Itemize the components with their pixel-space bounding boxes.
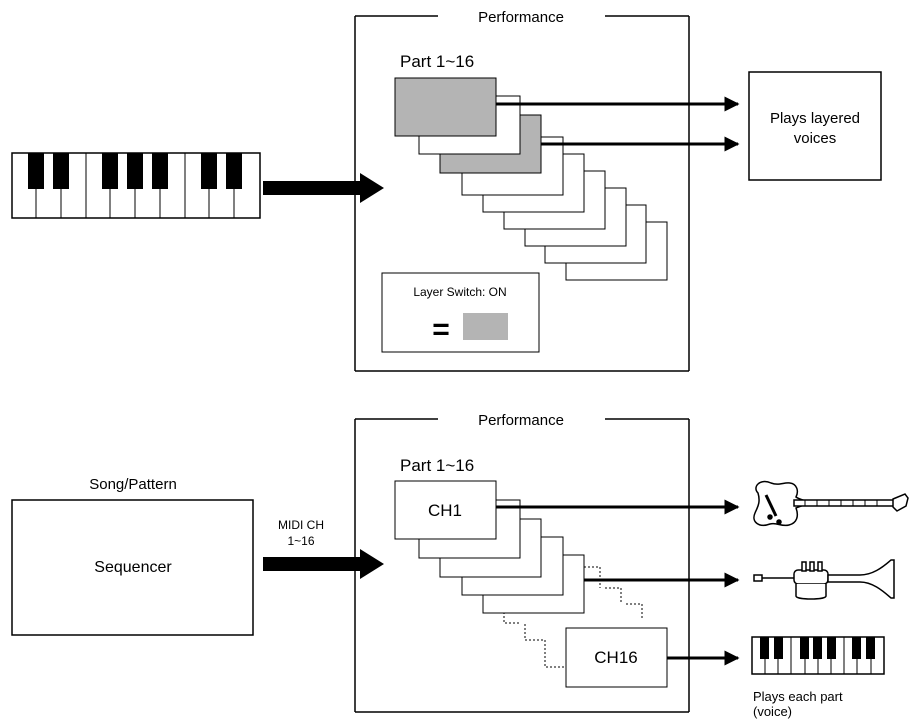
sequencer-label: Sequencer — [94, 559, 172, 576]
sequencer-box — [11, 499, 254, 636]
layer-switch-label: Layer Switch: ON — [413, 285, 506, 299]
part-label-ch1: CH1 — [428, 501, 462, 520]
equals-sign: = — [432, 313, 450, 346]
channel-part-stack — [394, 480, 668, 688]
keyboard-icon — [11, 152, 261, 219]
parts-label: Part 1~16 — [400, 456, 474, 475]
output-caption-line2: (voice) — [753, 704, 792, 719]
performance-frame — [354, 15, 690, 372]
layer-switch-legend: Layer Switch: ON = — [381, 272, 540, 353]
parts-label: Part 1~16 — [400, 52, 474, 71]
guitar-icon — [753, 480, 909, 527]
layered-output-label-line2: voices — [794, 130, 837, 147]
part-label-ch16: CH16 — [594, 648, 637, 667]
performance-frame — [354, 418, 690, 713]
layered-output-label-line1: Plays layered — [770, 110, 860, 127]
layered-output-box — [748, 71, 882, 181]
performance-label: Performance — [478, 9, 564, 26]
input-arrow — [263, 173, 384, 203]
trumpet-icon — [753, 559, 895, 600]
part-stack — [394, 77, 668, 281]
hidden-parts — [503, 566, 643, 668]
song-pattern-label: Song/Pattern — [89, 476, 177, 493]
highlight-swatch — [463, 313, 508, 340]
midi-label-line1: MIDI CH — [278, 518, 324, 532]
output-caption-line1: Plays each part — [753, 689, 843, 704]
keyboard-icon — [751, 636, 885, 675]
midi-arrow — [263, 549, 384, 579]
midi-label-line2: 1~16 — [287, 534, 314, 548]
performance-label: Performance — [478, 412, 564, 429]
